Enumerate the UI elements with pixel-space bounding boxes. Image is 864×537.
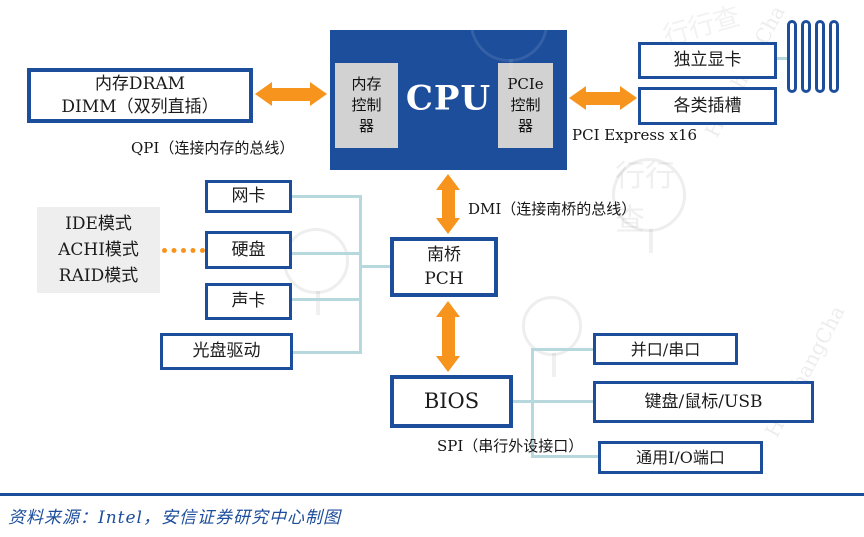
box-sound-card-label: 声卡: [231, 291, 266, 311]
sata-mode-line: RAID模式: [58, 266, 139, 286]
box-southbridge-pch: 南桥 PCH: [390, 237, 498, 297]
box-optical-drive: 光盘驱动: [160, 333, 293, 370]
cpu-title: CPU: [405, 78, 492, 119]
box-discrete-gpu-label: 独立显卡: [673, 50, 742, 70]
box-sound-card: 声卡: [205, 283, 292, 320]
arrow-head-right: [310, 82, 327, 106]
arrow-shaft: [272, 87, 310, 101]
box-hard-disk-label: 硬盘: [231, 239, 266, 260]
connector-bus-to-pch: [359, 265, 390, 268]
watermark-magnifier-icon: [522, 296, 582, 377]
arrow-head-bottom: [436, 218, 460, 234]
double-arrow-cpu-slots-icon: [569, 86, 637, 110]
memory-controller-line: 控制: [351, 96, 382, 114]
arrow-head-top: [436, 174, 460, 190]
box-hard-disk: 硬盘: [205, 231, 292, 269]
slot-bar: [787, 20, 797, 93]
bus-label-pci-express: PCI Express x16: [572, 126, 698, 144]
pcie-controller-line: 控制: [510, 96, 541, 114]
bus-label-dmi: DMI（连接南桥的总线）: [468, 200, 637, 218]
box-network-card-label: 网卡: [231, 186, 266, 206]
watermark-magnifier-icon: [283, 228, 349, 315]
box-network-card: 网卡: [205, 180, 292, 213]
box-keyboard-mouse-usb: 键盘/鼠标/USB: [593, 381, 814, 423]
box-pch-line1: 南桥: [427, 245, 461, 265]
slot-bar: [829, 20, 839, 93]
arrow-head-left: [569, 86, 586, 110]
connector-gpu-to-slotbars: [775, 57, 789, 60]
box-expansion-slots-label: 各类插槽: [673, 95, 742, 116]
watermark-glyph: 行行查: [615, 159, 675, 238]
arrow-shaft: [586, 91, 620, 105]
connector-bios-to-kbd: [513, 400, 593, 403]
slot-bars-icon: [787, 20, 839, 93]
memory-controller-line: 器: [358, 117, 374, 135]
box-parallel-serial-label: 并口/串口: [630, 339, 701, 359]
arrow-head-left: [255, 82, 272, 106]
slot-bar: [815, 20, 825, 93]
double-arrow-cpu-pch-icon: [434, 174, 462, 234]
arrow-head-bottom: [436, 356, 460, 372]
pcie-controller-line: PCIe: [507, 75, 544, 93]
sata-mode-line: ACHI模式: [58, 240, 139, 260]
connector-bios-bus-vertical: [531, 348, 534, 458]
bus-label-spi: SPI（串行外设接口）: [437, 437, 584, 455]
arrow-head-right: [620, 86, 637, 110]
connector-hdd-to-bus: [292, 252, 359, 255]
box-expansion-slots: 各类插槽: [638, 87, 777, 125]
arrow-shaft: [441, 190, 455, 218]
connector-sound-to-bus: [292, 298, 359, 301]
connector-left-bus-vertical: [359, 195, 362, 354]
box-memory-controller: 内存 控制 器: [335, 63, 398, 148]
box-memory-dimm: 内存DRAM DIMM（双列直插）: [27, 68, 253, 123]
box-bios-label: BIOS: [423, 389, 480, 413]
box-cpu: 内存 控制 器 CPU PCIe 控制 器: [330, 30, 567, 170]
note-sata-modes: IDE模式 ACHI模式 RAID模式: [37, 207, 160, 293]
arrow-shaft: [441, 317, 455, 356]
double-arrow-dimm-cpu-icon: [255, 82, 327, 106]
watermark-magnifier-icon: 行行查: [612, 158, 686, 253]
box-memory-dimm-line2: DIMM（双列直插）: [61, 96, 219, 117]
sata-mode-line: IDE模式: [65, 214, 132, 234]
box-bios: BIOS: [390, 375, 513, 428]
footer-separator-line: [0, 493, 864, 496]
bus-label-qpi: QPI（连接内存的总线）: [131, 139, 295, 157]
connector-bus-to-parallel: [531, 348, 593, 351]
pcie-controller-line: 器: [517, 117, 533, 135]
box-general-io-port: 通用I/O端口: [598, 441, 763, 474]
double-arrow-pch-bios-icon: [434, 301, 462, 372]
connector-bus-to-gpio: [531, 455, 598, 458]
memory-controller-line: 内存: [351, 75, 382, 93]
box-parallel-serial-port: 并口/串口: [593, 333, 738, 365]
box-discrete-gpu: 独立显卡: [638, 42, 777, 79]
box-pcie-controller: PCIe 控制 器: [498, 63, 553, 148]
box-keyboard-mouse-usb-label: 键盘/鼠标/USB: [644, 391, 763, 412]
source-note: 资料来源：Intel，安信证券研究中心制图: [8, 508, 341, 528]
box-optical-drive-label: 光盘驱动: [192, 341, 261, 361]
connector-nic-to-bus: [292, 195, 359, 198]
dotted-line-modes-to-hdd: [162, 248, 205, 253]
box-memory-dimm-line1: 内存DRAM: [94, 73, 186, 94]
box-pch-line2: PCH: [424, 269, 464, 289]
arrow-head-top: [436, 301, 460, 317]
box-general-io-label: 通用I/O端口: [636, 448, 725, 467]
connector-optical-to-bus: [292, 351, 359, 354]
slot-bar: [801, 20, 811, 93]
